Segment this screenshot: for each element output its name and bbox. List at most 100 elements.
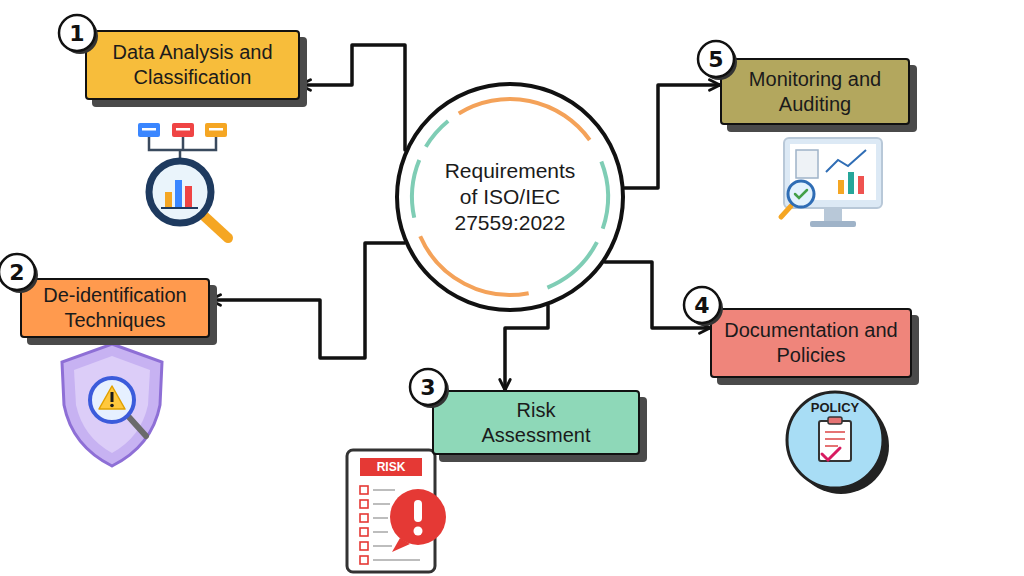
callout-number: 1	[59, 15, 95, 51]
arrow-connector	[210, 243, 405, 358]
alert-circle	[390, 489, 446, 545]
alert-dot	[414, 527, 423, 536]
monitor-frame	[784, 138, 882, 208]
icon-card	[138, 123, 160, 137]
warning-triangle	[99, 386, 125, 409]
topic-box: Risk Assessment	[432, 390, 640, 455]
hub-circle: Requirements of ISO/IEC 27559:2022	[395, 82, 625, 312]
warning-dot	[110, 404, 114, 408]
check-box	[360, 514, 368, 522]
check-line	[373, 503, 390, 505]
hub-dash-arc	[412, 160, 419, 218]
clip	[828, 417, 842, 424]
risk-clipboard-icon	[347, 450, 446, 572]
monitor-stand	[824, 208, 842, 222]
callout-number: 3	[410, 369, 446, 405]
document-lines	[825, 432, 845, 446]
hub-title: Requirements of ISO/IEC 27559:2022	[440, 158, 580, 237]
monitor-icon	[781, 138, 882, 227]
chart-bar	[165, 192, 172, 208]
hub-dash-arc	[426, 121, 448, 147]
callout-badge	[698, 41, 734, 77]
check-box	[360, 500, 368, 508]
callout-number: 5	[698, 41, 734, 77]
callout-badge	[410, 369, 446, 405]
arrow-connector	[625, 85, 720, 188]
chart-bar	[838, 180, 844, 194]
check-line	[373, 517, 388, 519]
trend-line	[826, 150, 866, 172]
shield-inner	[74, 356, 150, 453]
icon-card	[172, 123, 194, 137]
hub-dash-arc	[601, 161, 608, 228]
chart-axis	[161, 207, 198, 209]
alert-mark	[414, 500, 422, 522]
check-line	[373, 545, 392, 547]
check-line	[373, 531, 388, 533]
warning-mark	[111, 392, 114, 402]
arrow-connector	[300, 45, 405, 150]
policy-badge	[787, 392, 883, 488]
callout-badge	[684, 287, 720, 323]
magnifier-handle	[781, 206, 791, 217]
topic-box: Monitoring and Auditing	[720, 58, 910, 125]
check-mark	[822, 448, 840, 460]
topic-box: De-identification Techniques	[20, 278, 210, 338]
magnifier-lens	[788, 181, 814, 207]
monitor-base	[810, 221, 856, 227]
check-box	[360, 556, 368, 564]
check-mark	[795, 190, 807, 198]
hub-ring	[397, 84, 623, 310]
shield-icon	[62, 344, 162, 466]
chart-bar	[175, 180, 182, 208]
check-line	[373, 559, 420, 561]
policy-document	[819, 421, 851, 461]
hub-dash-arc	[547, 242, 597, 287]
topic-box: Documentation and Policies	[710, 308, 912, 378]
analysis-icon	[138, 123, 228, 238]
icon-card-line	[142, 128, 156, 131]
callout-number: 2	[0, 254, 35, 290]
clipboard-header	[360, 458, 422, 476]
topic-box: Data Analysis and Classification	[85, 30, 300, 100]
policy-icon	[787, 392, 889, 494]
icon-connector	[149, 137, 216, 160]
chart-bar	[185, 186, 192, 208]
callout-badge	[0, 254, 35, 290]
check-box	[360, 486, 368, 494]
magnifier-handle	[128, 416, 146, 436]
doc-line	[825, 431, 845, 433]
icon-caption: POLICY	[795, 398, 875, 416]
report-sheet	[796, 150, 818, 178]
doc-line	[825, 438, 845, 440]
topic-title: De-identification Techniques	[25, 283, 205, 333]
magnifier-lens	[149, 161, 211, 223]
icon-card-line	[209, 128, 223, 131]
callout-badge	[59, 15, 95, 51]
hub-dashes	[412, 99, 608, 295]
icon-card-line	[176, 128, 190, 131]
doc-line	[825, 445, 838, 447]
magnifier-handle	[203, 215, 228, 238]
topic-title: Monitoring and Auditing	[723, 67, 908, 117]
check-line	[373, 489, 395, 491]
chart-bar	[848, 172, 854, 194]
callout-badges	[0, 15, 737, 408]
icon-card	[205, 123, 227, 137]
icon-caption: RISK	[360, 458, 422, 476]
chart-bar	[858, 176, 864, 194]
hub-dash-arc	[459, 99, 590, 140]
hub-dash-arc	[420, 236, 528, 295]
magnifier-lens	[90, 378, 134, 422]
shield-outline	[62, 344, 162, 466]
checklist	[360, 486, 368, 564]
arrow-connector	[505, 306, 548, 390]
topic-title: Documentation and Policies	[714, 318, 909, 368]
callout-number: 4	[684, 287, 720, 323]
topic-title: Risk Assessment	[479, 398, 594, 448]
check-box	[360, 528, 368, 536]
